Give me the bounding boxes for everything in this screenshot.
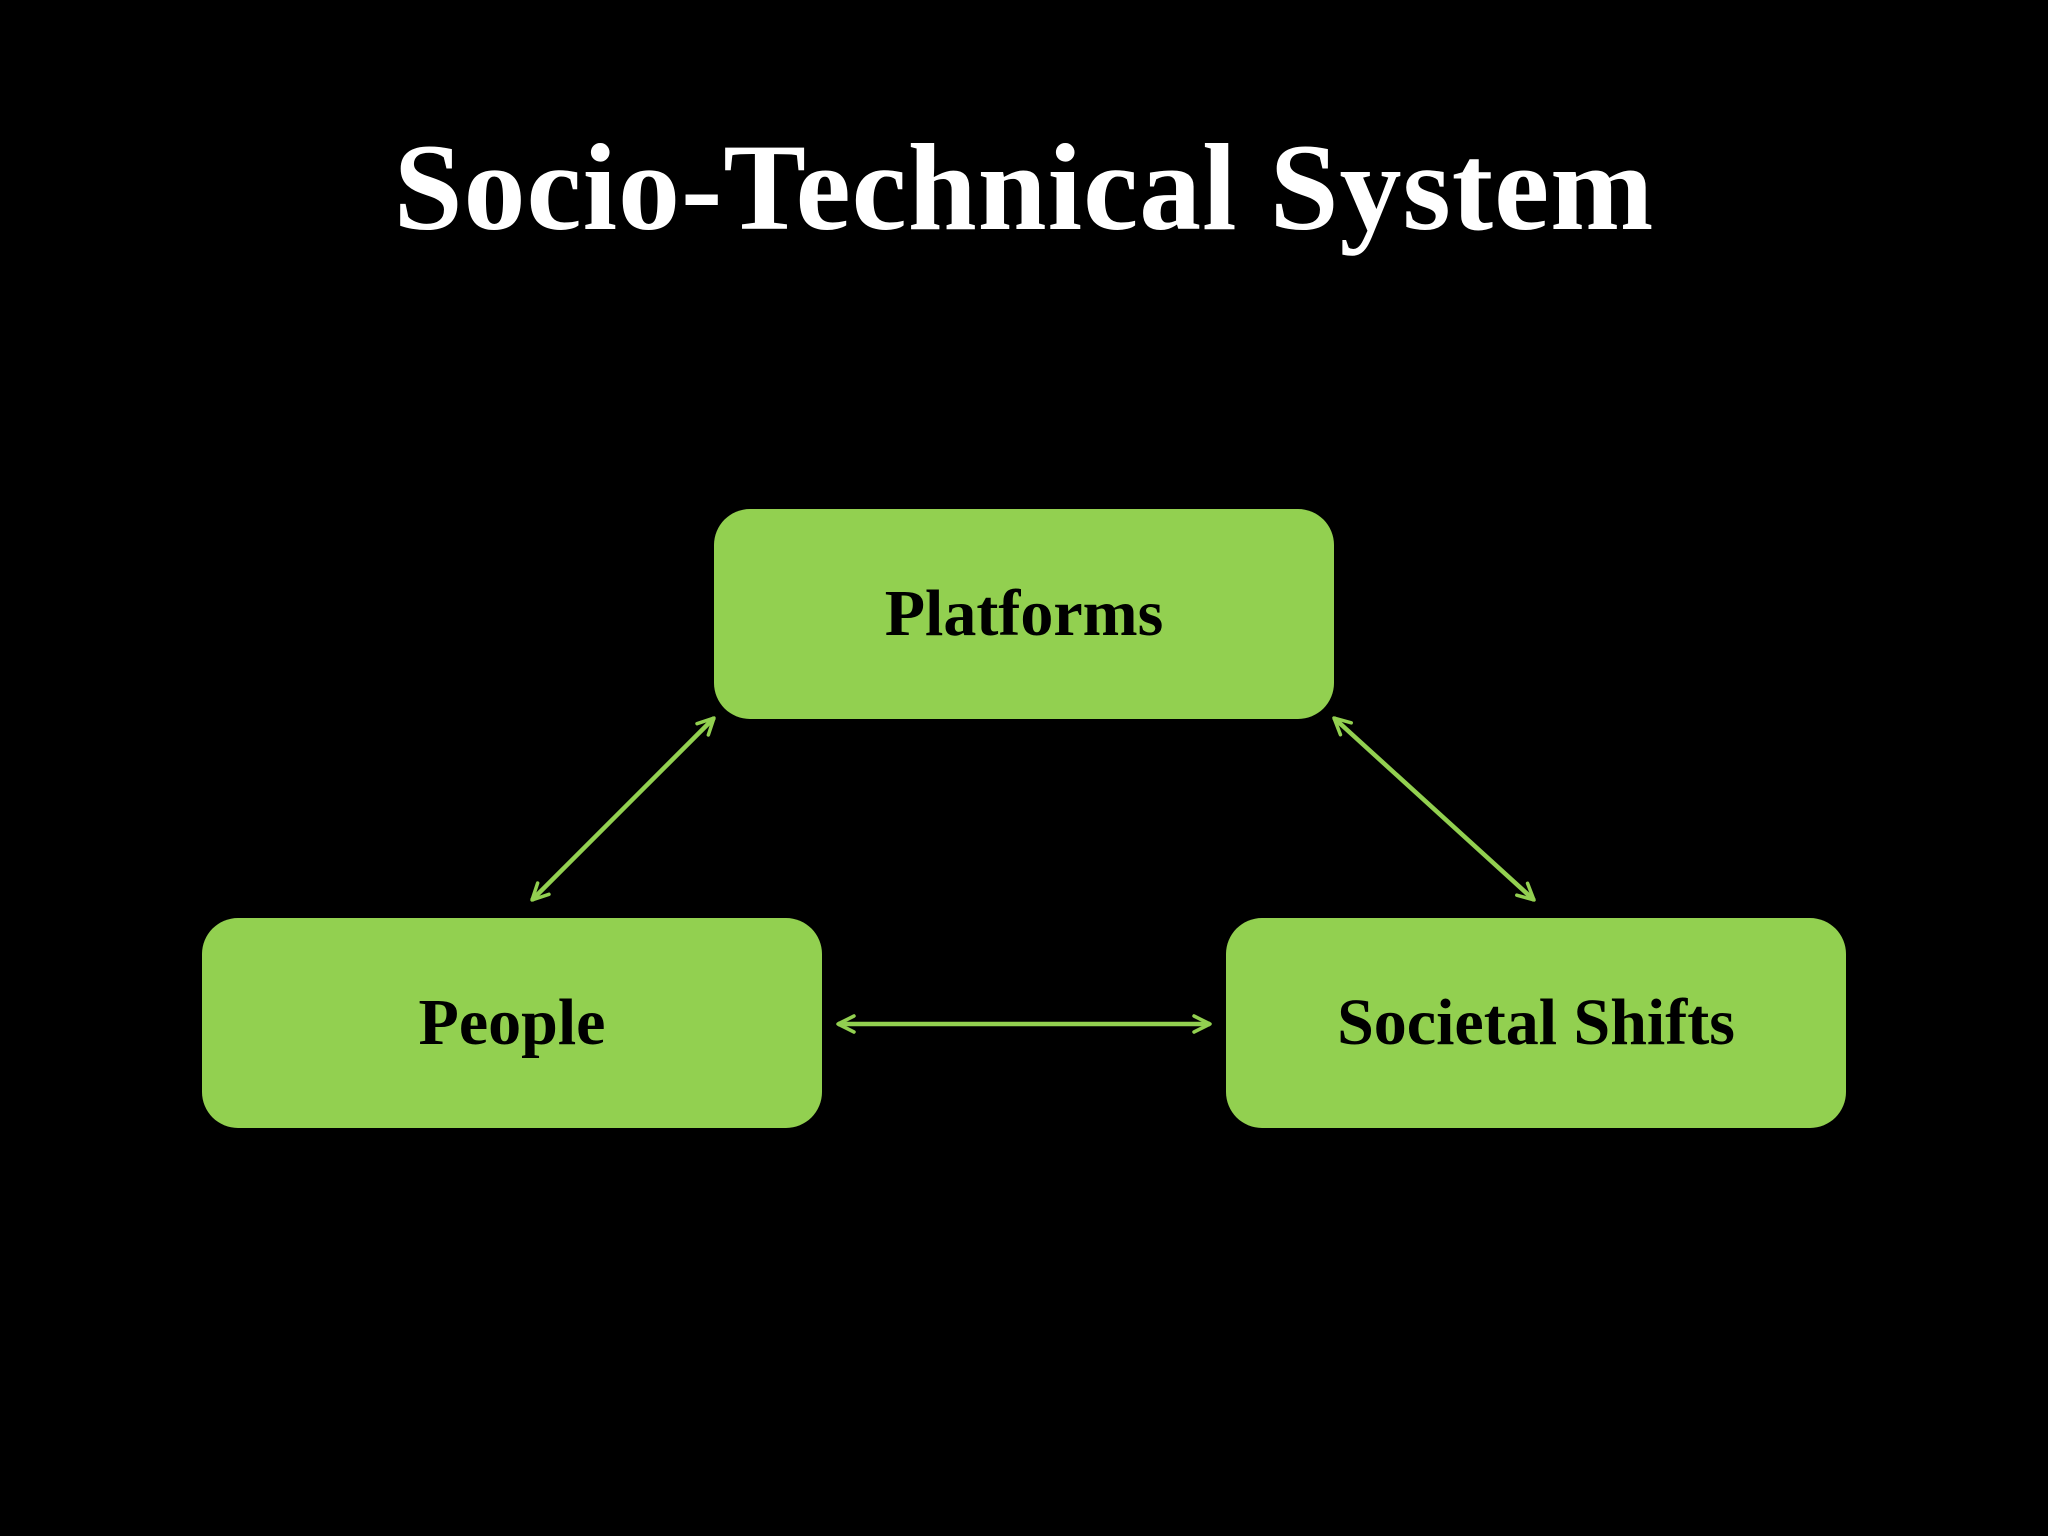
- edge-platforms-societal-shifts: [1332, 716, 1536, 902]
- node-platforms-label: Platforms: [884, 577, 1164, 650]
- edge-people-platforms: [530, 716, 716, 902]
- node-people-label: People: [418, 986, 606, 1059]
- slide-title: Socio-Technical System: [393, 119, 1655, 256]
- node-people: People: [202, 918, 822, 1128]
- node-societal-shifts-label: Societal Shifts: [1337, 986, 1735, 1059]
- node-societal-shifts: Societal Shifts: [1226, 918, 1846, 1128]
- node-platforms: Platforms: [714, 509, 1334, 719]
